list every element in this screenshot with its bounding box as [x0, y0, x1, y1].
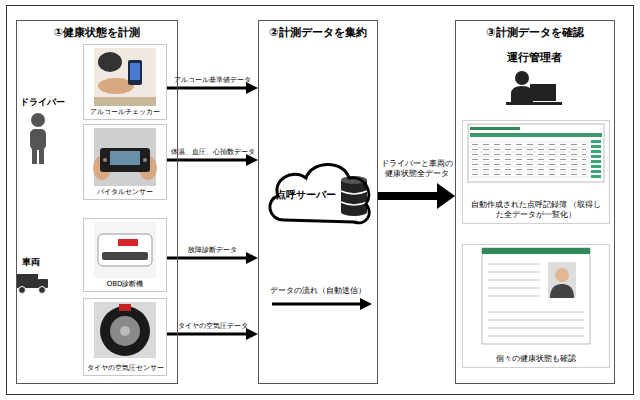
vital-sensor-photo	[93, 128, 157, 186]
vital-sensor-photo-part	[110, 151, 140, 165]
screen-capture-box: 個々の健康状態も確認	[462, 244, 610, 368]
tire-sensor-photo-part	[100, 306, 150, 356]
flow-arrow	[167, 87, 246, 90]
server-name: 点呼サーバー	[276, 189, 336, 201]
vital-sensor-photo-part	[143, 158, 147, 162]
caption-text: バイタルセンサー	[85, 188, 165, 197]
alcohol-checker-photo	[94, 48, 156, 106]
alcohol-checker-photo-part	[98, 52, 122, 72]
record-list-screenshot-part	[470, 142, 602, 177]
truck-icon-part	[16, 274, 38, 288]
record-list-screenshot-part	[470, 127, 520, 130]
obd-device-photo-part	[102, 252, 148, 260]
record-list-screenshot-part	[470, 133, 602, 137]
record-list-screenshot	[468, 124, 604, 182]
manager-icon-part	[515, 71, 529, 85]
stage-panel: ①健康状態を計測アルコールチェッカーバイタルセンサー OBD診断機タイヤの空気圧セ…	[16, 20, 178, 384]
edge-label: ドライバーと車両の 健康状態全データ	[379, 159, 454, 179]
record-list-screenshot-part	[468, 124, 604, 182]
panel-title: ③計測データを確認	[460, 26, 610, 39]
caption-text: タイヤの空気圧センサー	[85, 364, 165, 373]
flow-arrow	[167, 257, 246, 260]
panel-title: ②計測データを集約	[263, 26, 373, 39]
stage-panel: ③計測データを確認自動作成された点呼記録簿 （取得した全データが一覧化） 個々の健…	[455, 20, 615, 384]
screen-capture-box: 自動作成された点呼記録簿 （取得した全データが一覧化）	[462, 120, 610, 224]
data-flow-arrow	[272, 304, 360, 305]
truck-icon-part	[39, 287, 46, 294]
vital-sensor-photo-part	[103, 158, 107, 162]
note-label: データの流れ（自動送信）	[270, 285, 366, 296]
flow-arrow	[167, 159, 246, 162]
device-photo-box: バイタルセンサー	[83, 124, 167, 200]
truck-icon	[16, 274, 48, 294]
driver-icon-part	[39, 148, 44, 164]
manager-icon-part	[511, 86, 533, 104]
personal-status-screenshot	[482, 248, 590, 344]
tire-sensor-photo-part	[120, 326, 130, 336]
obd-device-photo-part	[98, 234, 152, 266]
edge-label: 故障診断データ	[188, 245, 237, 254]
manager-icon-part	[506, 102, 562, 105]
server-cloud: 点呼サーバー	[262, 150, 374, 234]
alcohol-checker-photo-part	[128, 60, 142, 85]
caption-text: アルコールチェッカー	[85, 108, 165, 117]
database-icon-part	[341, 180, 367, 212]
group-label: ドライバー	[20, 96, 65, 109]
outer-frame	[7, 6, 634, 395]
alcohol-checker-photo-part	[130, 63, 140, 80]
flow-arrow	[378, 192, 437, 200]
personal-status-screenshot-part	[555, 268, 569, 282]
role-label: 運行管理者	[507, 50, 562, 65]
group-label: 車両	[22, 256, 40, 269]
edge-label: アルコール基準値データ	[174, 75, 251, 84]
alcohol-checker-photo-part	[94, 48, 156, 106]
edge-label: タイヤの空気圧データ	[178, 321, 248, 330]
caption-text: 個々の健康状態も確認	[467, 354, 605, 364]
stage-panel: ②計測データを集約点呼サーバー	[258, 20, 378, 384]
caption-text: 自動作成された点呼記録簿 （取得した全データが一覧化）	[467, 200, 605, 220]
manager-icon	[506, 71, 562, 105]
driver-icon-part	[30, 129, 46, 150]
obd-device-photo	[94, 222, 156, 278]
tire-sensor-photo-part	[110, 316, 140, 346]
caption-text: OBD診断機	[85, 280, 165, 289]
record-list-screenshot-part	[472, 145, 586, 175]
truck-icon-part	[19, 287, 26, 294]
database-icon-part	[341, 191, 367, 205]
personal-status-screenshot-part	[550, 284, 574, 298]
vital-sensor-photo-part	[94, 128, 156, 186]
tire-sensor-photo-part	[94, 302, 156, 358]
connector-group	[167, 88, 437, 334]
driver-icon-part	[32, 148, 37, 164]
driver-icon-part	[31, 113, 45, 127]
obd-device-photo-part	[94, 222, 156, 278]
tire-sensor-photo	[94, 302, 156, 358]
edge-label: 体温、血圧、心拍数データ	[171, 147, 255, 156]
panel-title: ①健康状態を計測	[21, 26, 173, 39]
vital-sensor-photo-part	[100, 148, 150, 172]
outer-frame-part	[7, 6, 634, 395]
personal-status-screenshot-part	[482, 248, 590, 254]
record-list-screenshot-part	[591, 140, 601, 180]
driver-icon	[30, 113, 46, 164]
manager-icon-part	[530, 84, 556, 101]
obd-device-photo-part	[118, 239, 138, 246]
personal-status-screenshot-part	[548, 262, 576, 298]
alcohol-checker-photo-part	[94, 97, 156, 106]
flow-arrow	[167, 333, 246, 336]
data-flow-arrow-part	[272, 303, 360, 306]
device-photo-box: タイヤの空気圧センサー	[83, 298, 167, 376]
tire-sensor-photo-part	[119, 304, 131, 311]
cloud-shape	[270, 165, 369, 223]
device-photo-box: アルコールチェッカー	[83, 44, 167, 120]
personal-status-screenshot-part	[482, 248, 590, 344]
database-icon-part	[341, 208, 367, 216]
device-photo-box: OBD診断機	[83, 218, 167, 292]
